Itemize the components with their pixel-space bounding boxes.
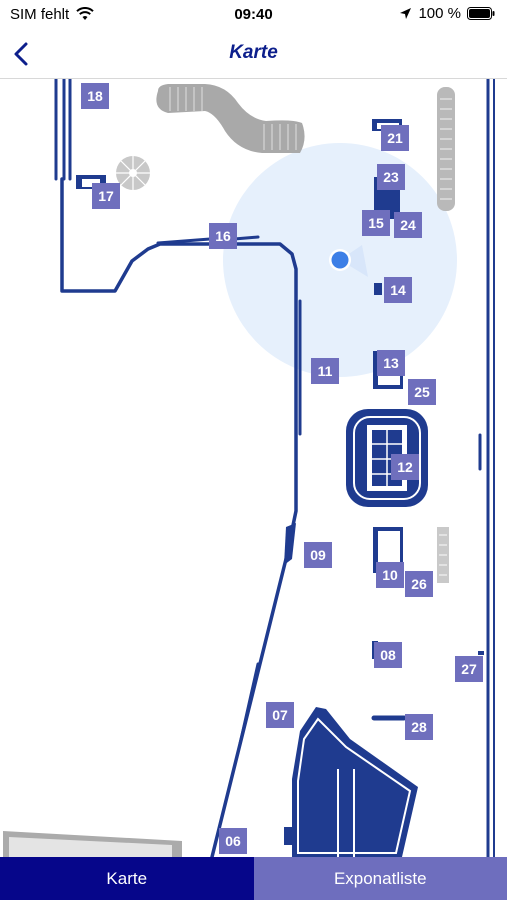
exhibit-marker-09[interactable]: 09: [304, 542, 332, 568]
exhibit-marker-13[interactable]: 13: [377, 350, 405, 376]
battery-icon: [467, 7, 495, 20]
status-bar: SIM fehlt 09:40 100 %: [0, 0, 507, 30]
exhibit-marker-16[interactable]: 16: [209, 223, 237, 249]
exhibit-marker-15[interactable]: 15: [362, 210, 390, 236]
exhibit-marker-27[interactable]: 27: [455, 656, 483, 682]
user-location-dot: [331, 251, 349, 269]
exhibit-marker-25[interactable]: 25: [408, 379, 436, 405]
exhibit-marker-11[interactable]: 11: [311, 358, 339, 384]
carrier-label: SIM fehlt: [10, 6, 70, 23]
exhibit-marker-28[interactable]: 28: [405, 714, 433, 740]
tab-bar: Karte Exponatliste: [0, 857, 507, 900]
tab-map[interactable]: Karte: [0, 857, 254, 900]
exhibit-marker-06[interactable]: 06: [219, 828, 247, 854]
exhibit-marker-21[interactable]: 21: [381, 125, 409, 151]
exhibit-marker-18[interactable]: 18: [81, 83, 109, 109]
exhibit-marker-24[interactable]: 24: [394, 212, 422, 238]
exhibit-marker-23[interactable]: 23: [377, 164, 405, 190]
museum-map[interactable]: 18 21 23 17 15 24 16 14 13 11 25 12 09 1…: [0, 79, 507, 857]
wifi-icon: [76, 7, 94, 20]
clock: 09:40: [234, 6, 273, 23]
exhibit-marker-14[interactable]: 14: [384, 277, 412, 303]
battery-percent: 100 %: [418, 5, 461, 22]
exhibit-marker-10[interactable]: 10: [376, 562, 404, 588]
location-arrow-icon: [400, 8, 412, 19]
navigation-bar: Karte: [0, 30, 507, 79]
exhibit-marker-26[interactable]: 26: [405, 571, 433, 597]
map-floorplan: [3, 79, 495, 857]
exhibit-marker-08[interactable]: 08: [374, 642, 402, 668]
page-title: Karte: [229, 42, 278, 63]
exhibit-marker-12[interactable]: 12: [391, 454, 419, 480]
back-button[interactable]: [10, 38, 38, 70]
chevron-left-icon: [14, 42, 28, 66]
exhibit-marker-07[interactable]: 07: [266, 702, 294, 728]
tab-exhibit-list[interactable]: Exponatliste: [253, 857, 507, 900]
exhibit-marker-17[interactable]: 17: [92, 183, 120, 209]
